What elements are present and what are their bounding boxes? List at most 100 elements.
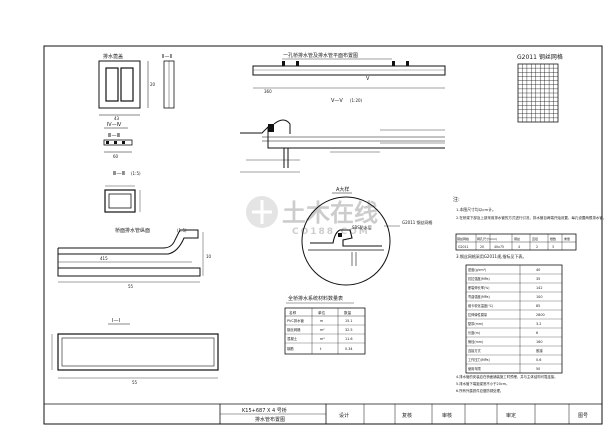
mat-r1c1: m² [320, 328, 325, 332]
table2-row-value: 35 [536, 277, 540, 281]
mat-h0: 名称 [289, 310, 297, 315]
t1-h1: 网孔尺寸(mm) [477, 236, 497, 241]
section-v-title: V—V [331, 98, 343, 104]
dim-60: 60 [113, 154, 119, 159]
t1-h0: 钢丝网格 [457, 236, 469, 241]
dim-55-a: 55 [128, 284, 134, 289]
mat-r1c2: 32.5 [345, 328, 353, 332]
dim-415: 415 [100, 256, 108, 261]
mat-r3c2: 0.34 [345, 347, 353, 351]
tb-review: 审核 [442, 412, 452, 419]
mat-r1c0: 钢丝网格 [287, 327, 301, 332]
section-1-title: Ⅰ—Ⅰ [112, 318, 120, 324]
grid-title: G2011 钢丝网格 [517, 53, 563, 61]
tb-drawing-name: 排水管布置图 [255, 416, 285, 423]
t1-c1: 20 [480, 245, 484, 249]
t1-c4: 2 [536, 245, 538, 249]
plan-title: 一孔桥排水管及排水管平面布置图 [283, 52, 358, 59]
table2-row-value: 100 [536, 295, 542, 299]
note-3: 3.钢丝网格采用G2011规,指标见下表。 [456, 253, 526, 259]
mesh-grid [517, 63, 559, 123]
table2-row-value: 40 [536, 268, 540, 272]
table2-row-label: 连接方式 [468, 348, 482, 353]
t1-c3: 4 [518, 245, 520, 249]
sbs-label: SBS防水层 [352, 224, 372, 230]
pipe-longitudinal-view: 桥面排水管纵面 (1:5) 415 55 10 [57, 227, 212, 289]
dim-360: 360 [264, 89, 272, 94]
note-6: 6.所有外露铁件应做防锈处理。 [456, 388, 503, 393]
mat-r0c1: m [320, 319, 324, 323]
t1-h5: 重量 [564, 236, 570, 241]
table2-row-label: 壁厚(mm) [468, 321, 483, 326]
steel-mesh-view: G2011 钢丝网格 [517, 53, 563, 123]
section-4-view: Ⅳ—Ⅳ Ⅲ—Ⅲ 60 [103, 122, 133, 159]
mat-r3c1: t [320, 347, 322, 351]
t1-h3: 直径 [532, 236, 538, 241]
table2-row-value: 0.6 [536, 358, 541, 362]
section-3-scale: (1:5) [131, 171, 141, 176]
table2-row-value: 142 [536, 286, 542, 290]
section-v-scale: (1:20) [350, 98, 363, 103]
watermark: 土木在线 CO188.COM [246, 196, 378, 237]
table2-row-label: 弯曲强度(MPa) [468, 294, 490, 299]
tb-check: 复核 [402, 412, 412, 419]
detail-a-title: A大样 [336, 186, 349, 193]
notes-block: 注: 1.本图尺寸均以cm计。 2.在桥梁下部及上部采用排水管的方式进行引流，排… [453, 196, 606, 393]
table2-row-label: 密度(g/cm³) [468, 267, 486, 272]
t1-h2: 钢丝 [514, 236, 520, 241]
v-marker: V [366, 76, 370, 82]
section-1-view: Ⅰ—Ⅰ 55 [51, 318, 219, 385]
table2-row-label: 管径(mm) [468, 339, 483, 344]
table2-row-label: 工作压力(MPa) [468, 357, 490, 362]
tb-sheet: 图号 [578, 413, 588, 419]
section-4-title: Ⅳ—Ⅳ [107, 122, 122, 128]
outer-frame [43, 45, 603, 425]
t1-c2: 40x75 [494, 245, 504, 249]
mat-h2: 数量 [344, 310, 352, 315]
mat-r2c1: m³ [320, 337, 325, 341]
dim-43: 43 [114, 116, 120, 121]
note-2: 2.在桥梁下部及上部采用排水管的方式进行引流，排水管自两端开始设置，每孔设置两根… [456, 215, 606, 220]
title-block: K15+687 X 4 号桥 排水管布置图 设计 复核 审核 审定 图号 [219, 404, 588, 424]
mat-h1: 单位 [318, 310, 326, 315]
table2-row-value: 胶接 [536, 348, 543, 353]
drain-cover-view: 排水蓖盖 43 20 Ⅱ—Ⅱ [98, 53, 175, 121]
note-5: 5.排水管下端距梁底不小于20cm。 [456, 381, 509, 386]
table2-row-label: 维卡软化温度(℃) [468, 303, 493, 308]
dim-10: 10 [206, 254, 212, 259]
tb-approve: 审定 [506, 412, 516, 419]
note-4: 4.排水管的安装应在桥面铺装施工时预埋，并与主体结构可靠连接。 [456, 374, 558, 379]
tb-drawing-no: K15+687 X 4 号桥 [242, 407, 287, 414]
drain-cover-title: 排水蓖盖 [103, 53, 123, 60]
table2-row-value: 160 [536, 340, 542, 344]
table2-row-label: 长度(m) [468, 330, 480, 335]
detail-a-view: A大样 SBS防水层 G2011 钢丝网格 [301, 186, 433, 286]
table2-row-label: 拉伸弹性模量 [468, 312, 488, 317]
material-table: 全桥排水系统材料数量表 名称 单位 数量 PVC排水管 m 15.1 钢丝网格 … [284, 295, 366, 355]
mesh-spec-table: 钢丝网格 网孔尺寸(mm) 钢丝 直径 根数 重量 G2011 20 40x75… [455, 233, 577, 251]
section-3-view: Ⅲ—Ⅲ (1:5) [104, 171, 141, 213]
material-table-title: 全桥排水系统材料数量表 [288, 295, 343, 302]
watermark-cn: 土木在线 [282, 199, 378, 227]
plan-view: 一孔桥排水管及排水管平面布置图 360 V [252, 52, 446, 94]
section-2-title: Ⅱ—Ⅱ [162, 54, 172, 60]
table2-row-value: 50 [536, 367, 540, 371]
mat-r2c0: 混凝土 [287, 336, 298, 341]
dim-55-b: 55 [132, 380, 138, 385]
watermark-en: CO188.COM [292, 227, 370, 237]
section-3-title: Ⅲ—Ⅲ [113, 171, 125, 177]
section-3-label-small: Ⅲ—Ⅲ [108, 133, 120, 139]
pipe-property-table: 密度(g/cm³)40抗拉强度(MPa)35断裂伸长率(%)142弯曲强度(MP… [465, 264, 563, 374]
t1-h4: 根数 [550, 236, 556, 241]
table2-row-label: 断裂伸长率(%) [468, 285, 489, 290]
notes-title: 注: [453, 196, 460, 203]
dim-20: 20 [150, 82, 156, 87]
t1-c5: 3 [552, 245, 554, 249]
table2-row-label: 使用年限 [468, 366, 482, 371]
mat-r2c2: 11.6 [345, 337, 353, 341]
tb-design: 设计 [339, 412, 349, 419]
mat-r0c2: 15.1 [345, 319, 353, 323]
mat-r0c0: PVC排水管 [287, 318, 305, 323]
section-v-view: V—V (1:20) [240, 98, 445, 173]
